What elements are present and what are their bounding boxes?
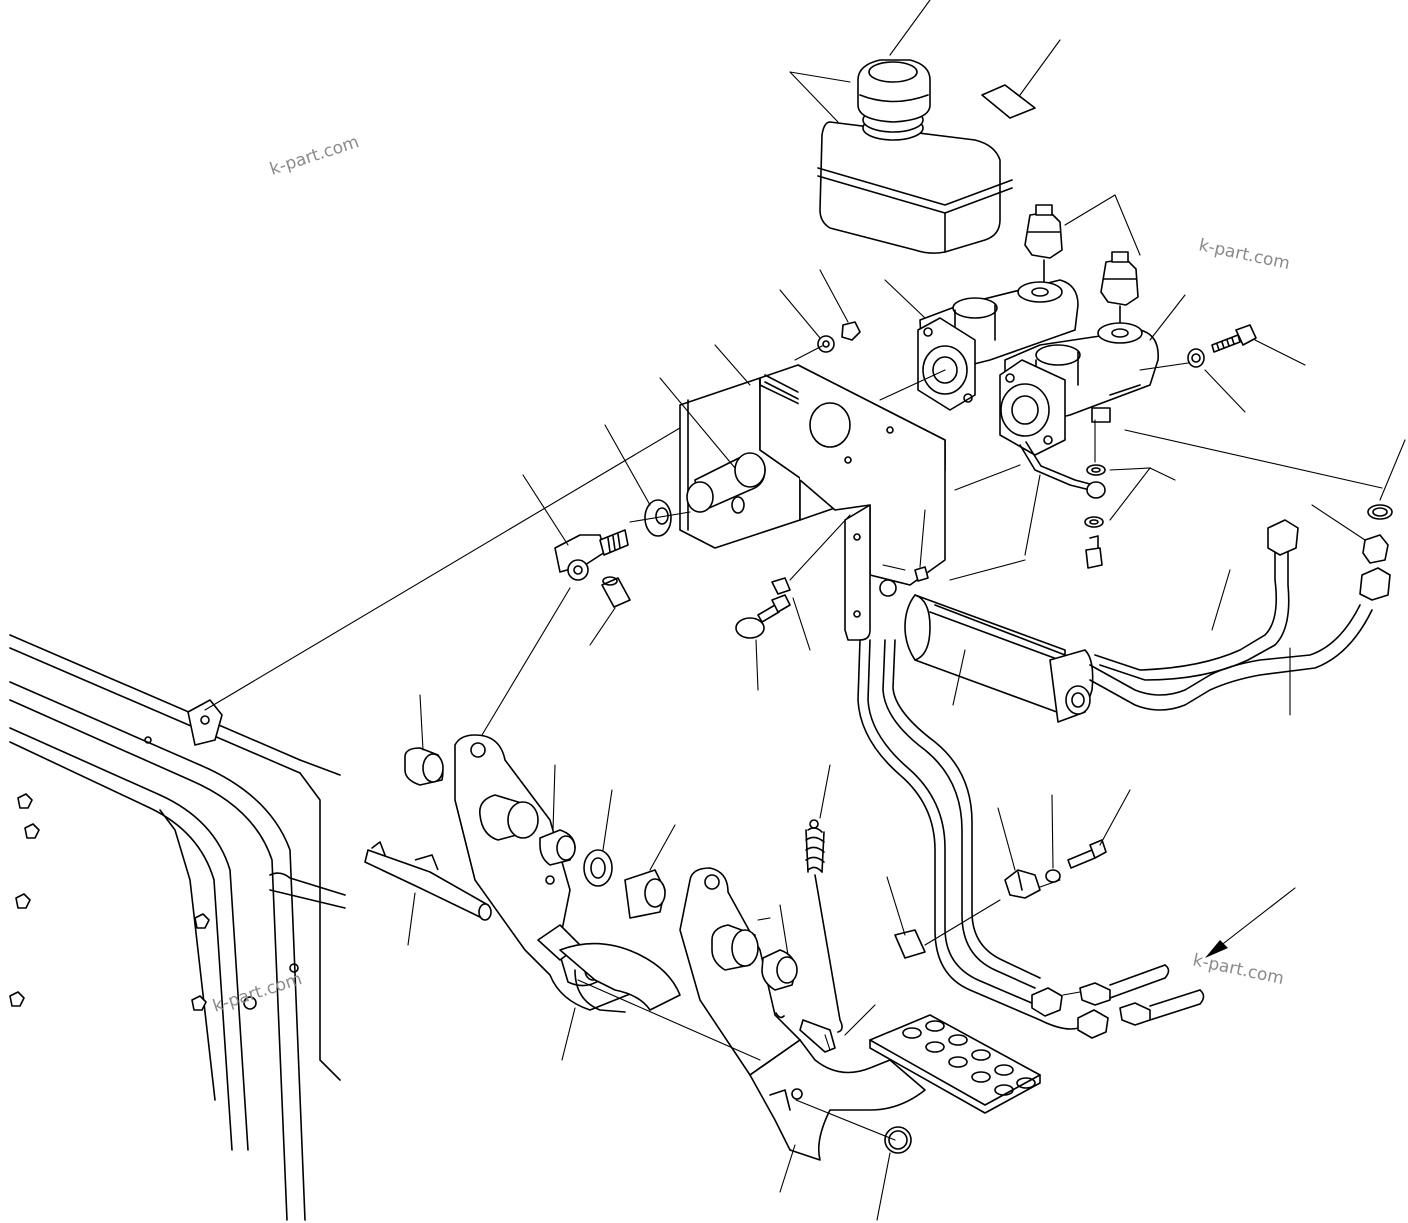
pressure-switch [1024, 204, 1063, 283]
clevis-yoke [554, 529, 629, 581]
pipe-fitting [1359, 567, 1391, 601]
brake-fluid-reservoir [817, 59, 1013, 254]
washer [817, 335, 835, 353]
pipe-fitting [1267, 519, 1299, 556]
pipe-clamp [1004, 869, 1041, 899]
master-cylinder [917, 279, 1079, 411]
bolt [1067, 839, 1107, 869]
banjo-fitting [1019, 441, 1106, 569]
pedal-pad [869, 1014, 1041, 1114]
direction-arrow [1205, 887, 1296, 958]
watermark: k-part.com [267, 132, 361, 180]
cross-tube [904, 594, 1094, 723]
clip [894, 929, 926, 959]
hose-fitting [1031, 964, 1205, 1039]
watermark: k-part.com [1197, 235, 1292, 274]
return-spring [805, 819, 843, 1033]
pivot-shaft [364, 841, 492, 921]
watermark: k-part.com [1191, 950, 1286, 989]
pivot-bushing [686, 452, 766, 513]
washer [583, 849, 613, 887]
cab-frame [9, 634, 346, 1221]
watermark: k-part.com [210, 969, 304, 1017]
bolt [1211, 324, 1257, 353]
brake-pedal-base [559, 942, 926, 1161]
washer [1187, 348, 1205, 368]
label-plate [981, 84, 1036, 119]
brake-lines [857, 544, 1373, 1030]
nut [841, 321, 861, 341]
nut [771, 577, 791, 595]
master-cylinder [999, 322, 1159, 456]
adapter-fitting [1362, 534, 1389, 564]
adjuster-bolt [735, 594, 791, 639]
pressure-switch [1100, 251, 1139, 326]
pin [914, 566, 929, 582]
o-ring [1367, 504, 1393, 520]
